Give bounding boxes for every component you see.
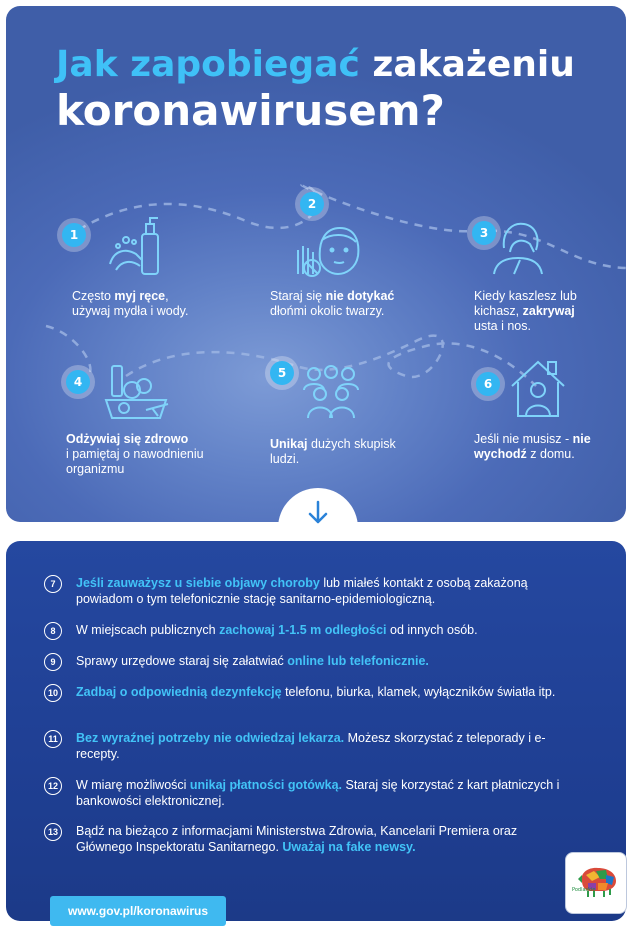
- tip-number: 9: [44, 653, 62, 671]
- tip-number: 12: [44, 777, 62, 795]
- title-accent: Jak zapobiegać: [56, 44, 360, 85]
- podlaskie-logo: Podlaskie: [565, 852, 627, 914]
- tip-number: 11: [44, 730, 62, 748]
- tips-card: [6, 541, 626, 921]
- step-6-badge: 6: [476, 372, 500, 396]
- step-4-text: Odżywiaj się zdrowo i pamiętaj o nawodni…: [66, 432, 204, 476]
- hand-washing-icon: [109, 217, 159, 275]
- healthy-food-icon: [104, 365, 169, 419]
- stay-home-icon: [511, 360, 565, 417]
- tip-text: Zadbaj o odpowiednią dezynfekcję telefon…: [76, 685, 556, 699]
- step-2-text: Staraj się nie dotykać dłońmi okolic twa…: [270, 289, 395, 318]
- bison-logo-icon: [578, 867, 616, 897]
- step-3-badge: 3: [472, 221, 496, 245]
- website-link-button[interactable]: www.gov.pl/koronawirus: [50, 896, 226, 926]
- no-touch-face-icon: [297, 226, 360, 277]
- tip-number: 8: [44, 622, 62, 640]
- step-6-text: Jeśli nie musisz - nie wychodź z domu.: [474, 432, 591, 461]
- tip-text: Sprawy urzędowe staraj się załatwiać onl…: [76, 654, 429, 668]
- step-5-badge: 5: [270, 361, 294, 385]
- tip-text: Jeśli zauważysz u siebie objawy choroby …: [76, 576, 528, 606]
- tip-text: Bez wyraźnej potrzeby nie odwiedzaj leka…: [76, 731, 546, 761]
- tip-text: Bądź na bieżąco z informacjami Ministers…: [76, 824, 518, 854]
- arrow-down-icon: [308, 500, 328, 524]
- crowd-icon: [303, 365, 359, 419]
- step-1-text: Często myj ręce, używaj mydła i wody.: [72, 289, 189, 318]
- step-1-badge: 1: [62, 223, 86, 247]
- title-line2: koronawirusem?: [56, 86, 445, 136]
- step-4-badge: 4: [66, 370, 90, 394]
- step-5-text: Unikaj dużych skupisk ludzi.: [270, 437, 396, 466]
- prevention-card: Jak zapobiegać zakażeniu koronawirusem? …: [6, 6, 626, 522]
- logo-label: Podlaskie: [572, 887, 596, 893]
- page-title: Jak zapobiegać zakażeniu koronawirusem?: [56, 44, 575, 136]
- tip-text: W miarę możliwości unikaj płatności gotó…: [76, 778, 560, 808]
- tip-number: 13: [44, 823, 62, 841]
- title-line1: zakażeniu: [372, 44, 575, 85]
- tip-number: 7: [44, 575, 62, 593]
- step-2-badge: 2: [300, 192, 324, 216]
- step-3-text: Kiedy kaszlesz lub kichasz, zakrywaj ust…: [474, 289, 577, 333]
- cough-cover-icon: [493, 222, 543, 275]
- tip-text: W miejscach publicznych zachowaj 1-1.5 m…: [76, 623, 478, 637]
- tip-number: 10: [44, 684, 62, 702]
